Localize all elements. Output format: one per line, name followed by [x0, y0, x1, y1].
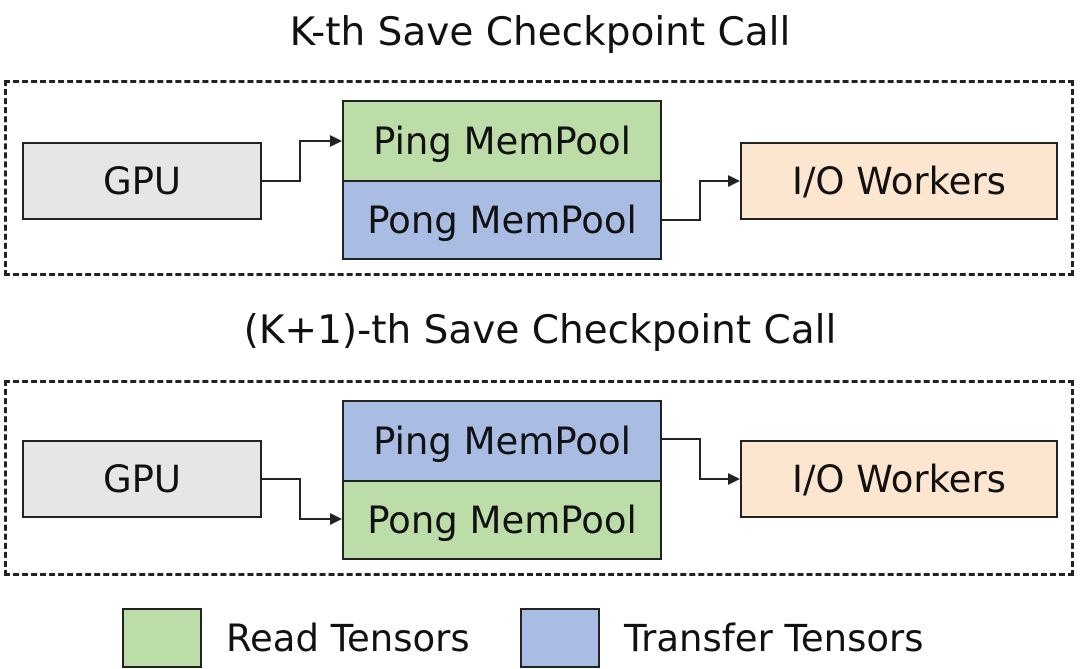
panel-2-gpu-box: GPU	[22, 440, 262, 518]
panel-2-ping-mempool: Ping MemPool	[342, 400, 662, 482]
panel-2-frame	[4, 380, 1074, 576]
legend-transfer-swatch	[520, 608, 600, 668]
panel-1-pong-mempool: Pong MemPool	[342, 180, 662, 260]
panel-1-gpu-box: GPU	[22, 142, 262, 220]
panel-1-frame	[4, 80, 1074, 276]
legend-transfer-label: Transfer Tensors	[624, 617, 924, 660]
legend-read-swatch	[122, 608, 202, 668]
panel-1-pong-to-io-arrow	[662, 175, 740, 221]
legend-read-label: Read Tensors	[226, 617, 470, 660]
panel-2-pong-mempool: Pong MemPool	[342, 480, 662, 560]
panel-2-title: (K+1)-th Save Checkpoint Call	[243, 308, 837, 353]
panel-2-io-workers: I/O Workers	[740, 440, 1058, 518]
panel-2-ping-to-io-arrow	[662, 438, 740, 485]
panel-2-gpu-to-pong-arrow	[262, 478, 342, 525]
panel-1-ping-mempool: Ping MemPool	[342, 100, 662, 182]
panel-1-gpu-to-ping-arrow	[262, 135, 342, 182]
panel-1-title: K-th Save Checkpoint Call	[289, 10, 791, 55]
panel-1-io-workers: I/O Workers	[740, 142, 1058, 220]
